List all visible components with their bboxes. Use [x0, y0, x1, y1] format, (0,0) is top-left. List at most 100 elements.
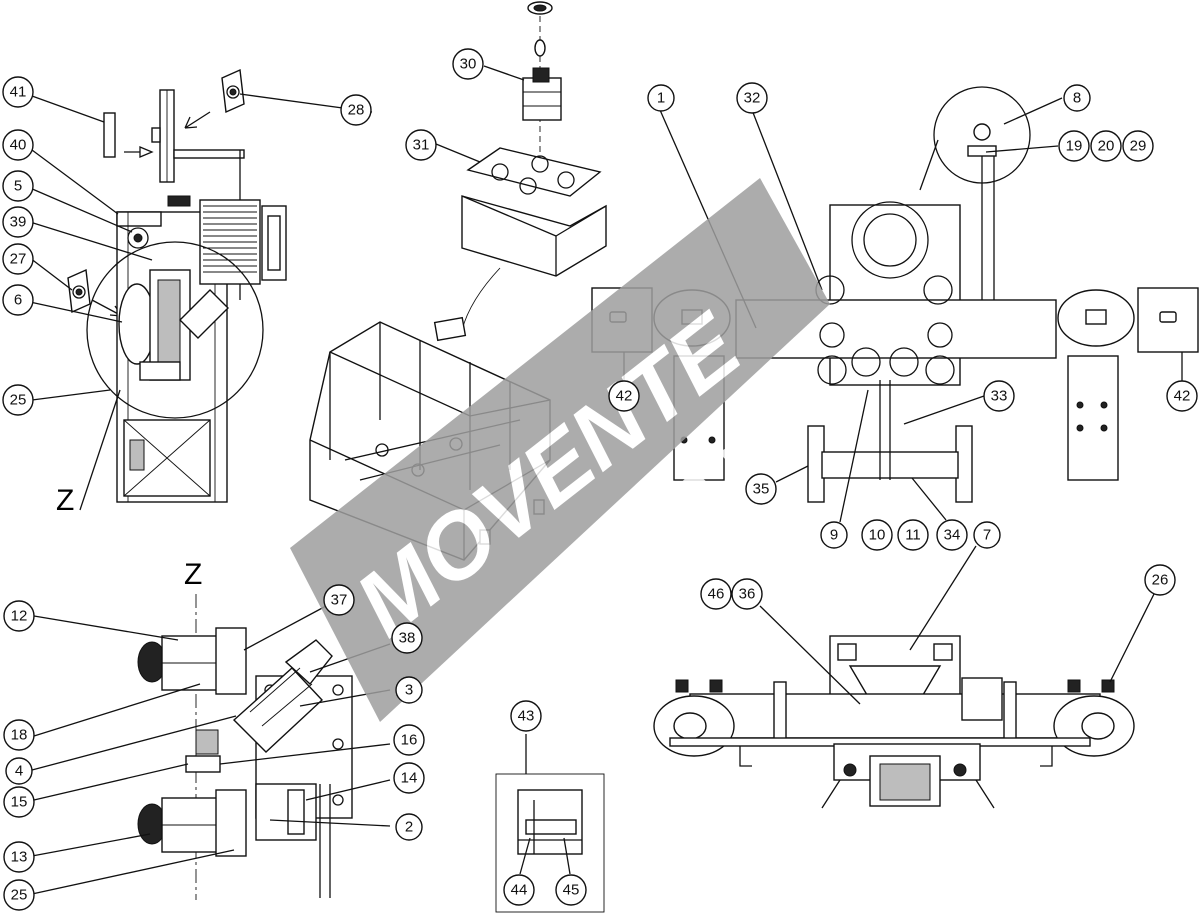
svg-text:43: 43 — [518, 708, 535, 725]
arrow-left-icon — [184, 111, 211, 129]
callout-2: 2 — [395, 813, 423, 841]
control-box-exploded — [461, 1, 607, 331]
svg-text:20: 20 — [1098, 138, 1115, 155]
callout-15: 15 — [3, 786, 35, 818]
callout-1: 1 — [647, 84, 675, 112]
svg-text:40: 40 — [10, 137, 27, 154]
callout-34: 34 — [936, 519, 968, 551]
callout-42-left: 42 — [608, 380, 640, 412]
svg-text:28: 28 — [348, 102, 365, 119]
svg-text:6: 6 — [14, 292, 22, 309]
svg-text:32: 32 — [744, 90, 761, 107]
callout-31: 31 — [405, 129, 437, 161]
callout-36: 36 — [731, 578, 763, 610]
callout-7: 7 — [973, 521, 1001, 549]
watermark-band — [290, 178, 830, 722]
svg-text:36: 36 — [739, 586, 756, 603]
callout-41: 41 — [2, 76, 34, 108]
svg-text:39: 39 — [10, 214, 27, 231]
svg-text:13: 13 — [11, 849, 28, 866]
svg-text:45: 45 — [563, 882, 580, 899]
svg-text:42: 42 — [616, 388, 633, 405]
callout-32: 32 — [736, 82, 768, 114]
callout-44: 44 — [503, 874, 535, 906]
svg-text:5: 5 — [14, 178, 22, 195]
svg-text:8: 8 — [1073, 90, 1081, 107]
svg-text:25: 25 — [11, 887, 28, 904]
callout-16: 16 — [393, 724, 425, 756]
callout-4: 4 — [5, 757, 33, 785]
svg-text:2: 2 — [405, 819, 413, 836]
svg-text:14: 14 — [401, 770, 418, 787]
item-41-plate — [103, 112, 116, 158]
callout-12: 12 — [3, 600, 35, 632]
callout-28: 28 — [340, 94, 372, 126]
svg-text:9: 9 — [830, 527, 838, 544]
svg-text:31: 31 — [413, 137, 430, 154]
callout-33: 33 — [983, 380, 1015, 412]
callout-25: 25 — [2, 384, 34, 416]
svg-text:25: 25 — [10, 392, 27, 409]
svg-text:29: 29 — [1130, 138, 1147, 155]
item-30-switch — [522, 77, 562, 121]
callout-45: 45 — [555, 874, 587, 906]
svg-text:19: 19 — [1066, 138, 1083, 155]
callout-19: 19 — [1058, 130, 1090, 162]
callout-42-right: 42 — [1166, 380, 1198, 412]
svg-text:41: 41 — [10, 84, 27, 101]
callout-38: 38 — [391, 622, 423, 654]
side-view-assembly — [67, 68, 287, 511]
svg-text:12: 12 — [11, 608, 28, 625]
svg-text:46: 46 — [708, 586, 725, 603]
callout-29: 29 — [1122, 130, 1154, 162]
callout-25-bottom: 25 — [3, 879, 35, 911]
svg-text:34: 34 — [944, 527, 961, 544]
svg-text:16: 16 — [401, 732, 418, 749]
svg-text:35: 35 — [753, 481, 770, 498]
callout-46: 46 — [700, 578, 732, 610]
view-label-z-bottom: Z — [184, 558, 202, 591]
svg-text:11: 11 — [905, 527, 921, 544]
item-31-plate — [466, 147, 602, 197]
callout-11: 11 — [897, 519, 929, 551]
svg-text:38: 38 — [399, 630, 416, 647]
callout-27: 27 — [2, 243, 34, 275]
svg-text:18: 18 — [11, 727, 28, 744]
callout-6: 6 — [2, 284, 34, 316]
svg-text:4: 4 — [15, 763, 23, 780]
svg-text:10: 10 — [869, 527, 886, 544]
callout-14: 14 — [393, 762, 425, 794]
callout-5: 5 — [2, 170, 34, 202]
detail-z-assembly — [137, 594, 353, 900]
callout-8: 8 — [1063, 84, 1091, 112]
control-box — [461, 195, 607, 277]
callout-26: 26 — [1144, 564, 1176, 596]
svg-text:44: 44 — [511, 882, 528, 899]
callout-labels: 41 28 40 5 39 27 6 25 30 31 1 32 8 19 20… — [2, 48, 1198, 911]
top-view-assembly — [653, 635, 1135, 809]
callout-35: 35 — [745, 473, 777, 505]
svg-text:15: 15 — [11, 794, 28, 811]
callout-9: 9 — [820, 521, 848, 549]
svg-text:3: 3 — [405, 682, 413, 699]
arrow-right-icon — [124, 146, 154, 158]
callout-39: 39 — [2, 206, 34, 238]
callout-3: 3 — [395, 676, 423, 704]
svg-text:26: 26 — [1152, 572, 1169, 589]
svg-text:33: 33 — [991, 388, 1008, 405]
svg-text:30: 30 — [460, 56, 477, 73]
svg-text:1: 1 — [657, 90, 665, 107]
callout-40: 40 — [2, 129, 34, 161]
detail-z-circle — [86, 241, 264, 419]
callout-18: 18 — [3, 719, 35, 751]
svg-text:7: 7 — [983, 527, 991, 544]
callout-13: 13 — [3, 841, 35, 873]
callout-37: 37 — [323, 584, 355, 616]
svg-text:27: 27 — [10, 251, 27, 268]
view-label-z-top: Z — [56, 484, 74, 517]
callout-10: 10 — [861, 519, 893, 551]
svg-text:42: 42 — [1174, 388, 1191, 405]
callout-30: 30 — [452, 48, 484, 80]
